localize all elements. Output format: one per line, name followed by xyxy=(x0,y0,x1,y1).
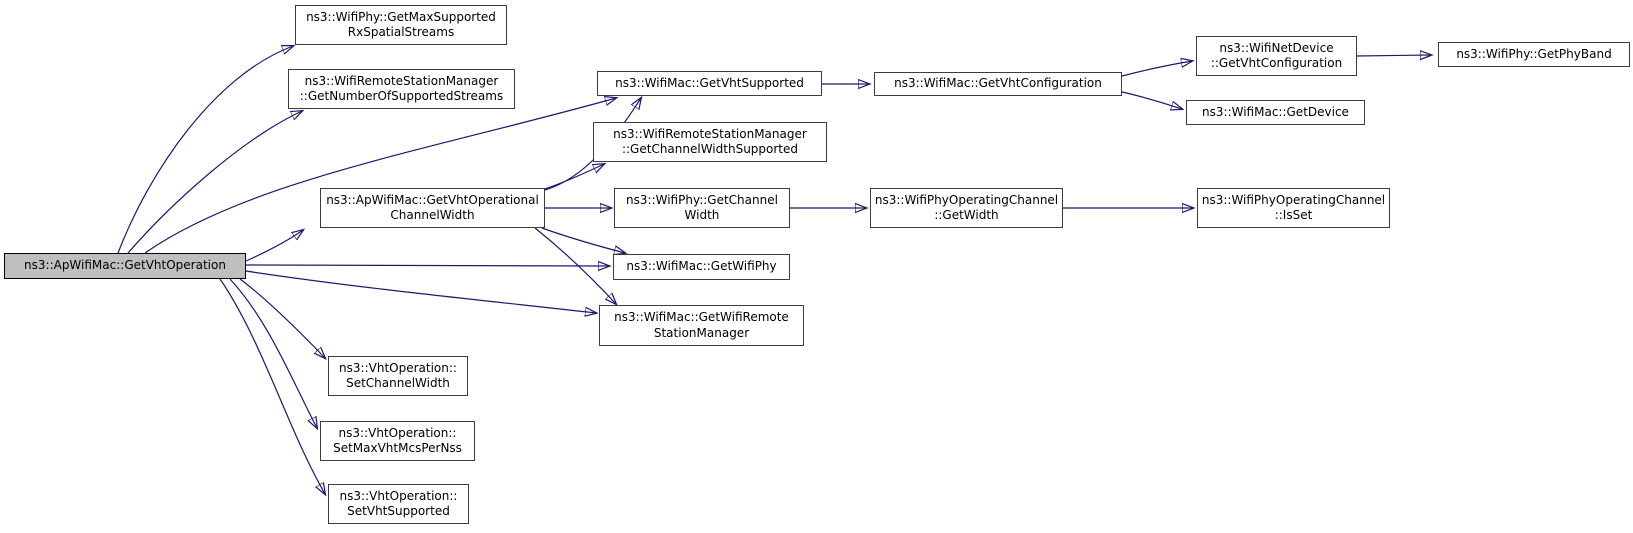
node-wifimac-getdevice[interactable]: ns3::WifiMac::GetDevice xyxy=(1186,100,1365,125)
node-vhtoperation-setmaxvhtmcspernss[interactable]: ns3::VhtOperation:: SetMaxVhtMcsPerNss xyxy=(320,421,475,461)
edge-getvhtoperationalchannelwidth-to-getwifiremotestationmanager xyxy=(534,227,616,304)
node-wifiphy-getphyband[interactable]: ns3::WifiPhy::GetPhyBand xyxy=(1438,42,1630,67)
node-vhtoperation-setchannelwidth[interactable]: ns3::VhtOperation:: SetChannelWidth xyxy=(328,356,468,396)
edge-getvhtoperation-to-setmaxvhtmcspernss xyxy=(229,278,317,428)
node-apwifimac-getvhtoperation: ns3::ApWifiMac::GetVhtOperation xyxy=(4,253,246,279)
node-wifiphyoperatingchannel-isset[interactable]: ns3::WifiPhyOperatingChannel ::IsSet xyxy=(1197,188,1390,228)
edge-getvhtoperation-to-setvhtsupported xyxy=(219,278,325,494)
node-wrsm-getchannelwidthsupported[interactable]: ns3::WifiRemoteStationManager ::GetChann… xyxy=(593,122,827,162)
node-wifimac-getvhtsupported[interactable]: ns3::WifiMac::GetVhtSupported xyxy=(597,71,822,96)
edge-getvhtoperation-to-setchannelwidth xyxy=(239,278,325,358)
edge-getvhtoperationalchannelwidth-to-getwifiphy xyxy=(541,227,625,253)
node-wifimac-getwifiphy[interactable]: ns3::WifiMac::GetWifiPhy xyxy=(613,254,790,280)
node-vhtoperation-setvhtsupported[interactable]: ns3::VhtOperation:: SetVhtSupported xyxy=(328,484,469,524)
node-wifiphyoperatingchannel-getwidth[interactable]: ns3::WifiPhyOperatingChannel ::GetWidth xyxy=(870,188,1063,228)
edge-getvhtoperation-to-getvhtsupported xyxy=(144,98,616,254)
edge-getvhtoperation-to-getwifiphy xyxy=(245,265,609,266)
edge-getvhtoperation-to-getmaxsupportedrxspatialstreams xyxy=(117,46,293,254)
edge-netdevicegetvhtconfiguration-to-getphyband xyxy=(1356,55,1431,56)
edge-getvhtconfiguration-to-getdevice xyxy=(1121,91,1182,109)
node-wrsm-getnumberofsupportedstreams[interactable]: ns3::WifiRemoteStationManager ::GetNumbe… xyxy=(288,69,515,109)
edge-getvhtoperation-to-getvhtoperationalchannelwidth xyxy=(245,230,303,262)
node-apwifimac-getvhtoperationalchannelwidth[interactable]: ns3::ApWifiMac::GetVhtOperational Channe… xyxy=(320,188,545,228)
node-wifiphy-getmaxsupportedrxspatialstreams[interactable]: ns3::WifiPhy::GetMaxSupported RxSpatialS… xyxy=(295,5,507,45)
node-wifimac-getvhtconfiguration[interactable]: ns3::WifiMac::GetVhtConfiguration xyxy=(874,72,1122,96)
node-wifimac-getwifiremotestationmanager[interactable]: ns3::WifiMac::GetWifiRemote StationManag… xyxy=(599,305,804,346)
edge-getvhtoperation-to-getwifiremotestationmanager xyxy=(245,270,596,313)
edge-getvhtoperation-to-getnumberofsupportedstreams xyxy=(127,111,302,254)
node-wifinetdevice-getvhtconfiguration[interactable]: ns3::WifiNetDevice ::GetVhtConfiguration xyxy=(1196,36,1357,76)
node-wifiphy-getchannelwidth[interactable]: ns3::WifiPhy::GetChannel Width xyxy=(614,188,790,228)
edge-getvhtconfiguration-to-netdevicegetvhtconfiguration xyxy=(1121,61,1192,77)
edge-getvhtoperationalchannelwidth-to-getchannelwidthsupported xyxy=(544,164,604,190)
